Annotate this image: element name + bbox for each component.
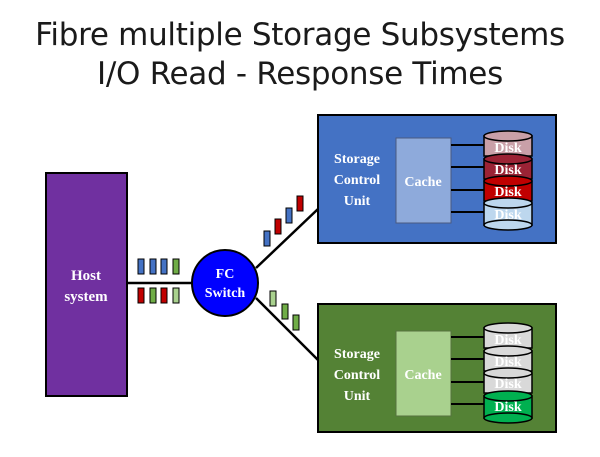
link-switch-unit-1 [255, 208, 319, 269]
storage-unit-2-cache-links [451, 336, 484, 405]
packet [172, 258, 180, 275]
storage-unit-2-cache-label: Cache [404, 368, 441, 383]
disk-label: Disk [494, 208, 521, 223]
packet [269, 290, 277, 307]
packets-switch-unit-1 [263, 195, 304, 247]
packets-host-switch [137, 258, 180, 304]
link-switch-unit-2 [255, 297, 319, 361]
storage-unit-2: Storage Control Unit Cache [317, 303, 557, 433]
packet [137, 287, 145, 304]
fc-switch-label-line-1: FC [216, 267, 235, 282]
storage-unit-1-label-line-3: Unit [344, 194, 371, 209]
disk-label: Disk [494, 141, 521, 156]
title-line-1: Fibre multiple Storage Subsystems [35, 17, 565, 53]
disk-label: Disk [494, 333, 521, 348]
packet [296, 195, 304, 212]
host-label-line-1: Host [71, 268, 101, 284]
packet [292, 314, 300, 331]
storage-unit-1-label-line-1: Storage [334, 152, 380, 167]
storage-unit-1-disk-stack [483, 130, 533, 231]
disk-label: Disk [494, 163, 521, 178]
storage-unit-1-cache [395, 137, 452, 224]
storage-unit-1-label-line-2: Control [334, 173, 381, 188]
packets-switch-unit-2 [269, 290, 300, 331]
disk-label: Disk [494, 355, 521, 370]
storage-unit-1: Storage Control Unit Cache [317, 114, 557, 244]
storage-unit-2-disk-labels: Disk Disk Disk Disk [494, 333, 521, 415]
title-line-2: I/O Read - Response Times [97, 56, 503, 92]
storage-unit-2-label-line-3: Unit [344, 389, 371, 404]
host-system: Host system [45, 172, 128, 397]
storage-unit-1-disk-labels: Disk Disk Disk Disk [494, 141, 521, 223]
disk-label: Disk [494, 185, 521, 200]
fc-switch-label-line-2: Switch [205, 286, 246, 301]
host-system-box [45, 172, 128, 397]
packet [274, 218, 282, 235]
packet [160, 287, 168, 304]
storage-unit-1-cache-label: Cache [404, 175, 441, 190]
connectors [127, 208, 319, 361]
packet [149, 258, 157, 275]
packet [263, 230, 271, 247]
packet [149, 287, 157, 304]
storage-unit-2-label-line-1: Storage [334, 347, 380, 362]
packet [172, 287, 180, 304]
packet [281, 303, 289, 320]
disk-label: Disk [494, 377, 521, 392]
fc-switch-circle [191, 249, 259, 317]
disk-label: Disk [494, 400, 521, 415]
packet [137, 258, 145, 275]
storage-unit-2-label-line-2: Control [334, 368, 381, 383]
host-label-line-2: system [64, 289, 108, 305]
packet [285, 207, 293, 224]
slide-title: Fibre multiple Storage Subsystems I/O Re… [0, 16, 600, 94]
storage-unit-2-disk-stack [483, 322, 533, 424]
storage-unit-1-cache-links [451, 144, 484, 213]
packet [160, 258, 168, 275]
fc-switch: FC Switch [191, 249, 259, 317]
storage-unit-2-cache [395, 330, 452, 417]
